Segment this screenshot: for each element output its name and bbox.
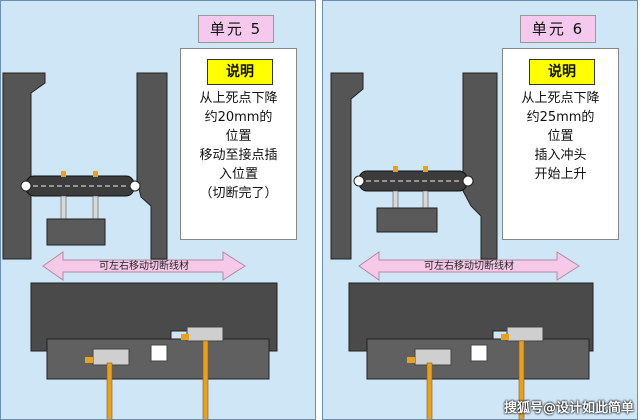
- note-title: 说明: [529, 59, 595, 85]
- pin-right: [422, 190, 429, 210]
- unit-label: 单元 6: [520, 15, 596, 43]
- note-line: （切断完了）: [199, 186, 278, 201]
- orange-tab-2: [501, 334, 509, 340]
- pin-right: [92, 195, 99, 221]
- pin-left: [60, 195, 67, 221]
- note-lines: 从上死点下降 约25mm的 位置 插入冲头 开始上升: [503, 89, 618, 184]
- white-square: [150, 344, 168, 362]
- note-line: 约25mm的: [526, 110, 595, 125]
- note-line: 从上死点下降: [199, 91, 278, 106]
- right-side-plate: [136, 72, 168, 260]
- mechanism-diagram-unit-6: 可左右移动切断线材: [330, 72, 594, 419]
- double-arrow: [42, 251, 246, 281]
- slot-block-left: [414, 348, 452, 366]
- left-side-plate: [330, 72, 364, 260]
- slot-block-right: [506, 326, 544, 342]
- holder-block: [46, 218, 106, 246]
- holder-block: [376, 207, 438, 233]
- mechanism-diagram-unit-5: 可左右移动切断线材: [2, 72, 278, 419]
- note-line: 入位置: [218, 167, 258, 182]
- note-line: 从上死点下降: [521, 91, 600, 106]
- note-line: 开始上升: [534, 167, 587, 182]
- slot-block-right: [186, 326, 224, 342]
- unit-label: 单元 5: [198, 15, 274, 43]
- note-box: 说明 从上死点下降 约20mm的 位置 移动至接点插 入位置 （切断完了）: [180, 48, 297, 240]
- slot-block-left: [92, 348, 130, 366]
- orange-rod-right: [518, 340, 525, 419]
- left-side-plate: [2, 72, 46, 260]
- orange-tab-1: [407, 357, 415, 363]
- note-line: 约20mm的: [204, 110, 273, 125]
- note-line: 位置: [225, 129, 252, 144]
- pin-marker-right: [423, 166, 428, 172]
- orange-rod-left: [106, 362, 113, 419]
- watermark-text: 搜狐号@设计如此简单: [503, 401, 634, 416]
- roller-right: [462, 175, 474, 187]
- note-line: 插入冲头: [534, 148, 587, 163]
- note-title: 说明: [207, 59, 273, 85]
- orange-tab-1: [85, 357, 93, 363]
- orange-tab-2: [181, 334, 189, 340]
- note-line: 移动至接点插: [199, 148, 278, 163]
- roller-left: [20, 180, 32, 192]
- orange-rod-left: [426, 362, 433, 419]
- white-square: [470, 344, 488, 362]
- right-side-plate: [462, 72, 498, 260]
- panel-unit-6: 可左右移动切断线材 单元 6 说明 从上死点下降 约25mm的 位置 插入冲头 …: [322, 0, 638, 420]
- arrow-label: 可左右移动切断线材: [424, 259, 514, 272]
- roller-right: [129, 180, 141, 192]
- arrow-label: 可左右移动切断线材: [99, 259, 189, 272]
- panel-unit-5: 可左右移动切断线材 单元 5 说明 从上死点下降 约20mm的 位置 移动至接点…: [0, 0, 316, 420]
- pin-left: [392, 190, 399, 210]
- note-box: 说明 从上死点下降 约25mm的 位置 插入冲头 开始上升: [502, 48, 619, 240]
- roller-left: [353, 175, 365, 187]
- pin-marker-left: [61, 171, 66, 177]
- note-lines: 从上死点下降 约20mm的 位置 移动至接点插 入位置 （切断完了）: [181, 89, 296, 203]
- note-line: 位置: [547, 129, 574, 144]
- orange-rod-right: [202, 340, 209, 419]
- pin-marker-left: [393, 166, 398, 172]
- double-arrow: [358, 251, 580, 281]
- pin-marker-right: [93, 171, 98, 177]
